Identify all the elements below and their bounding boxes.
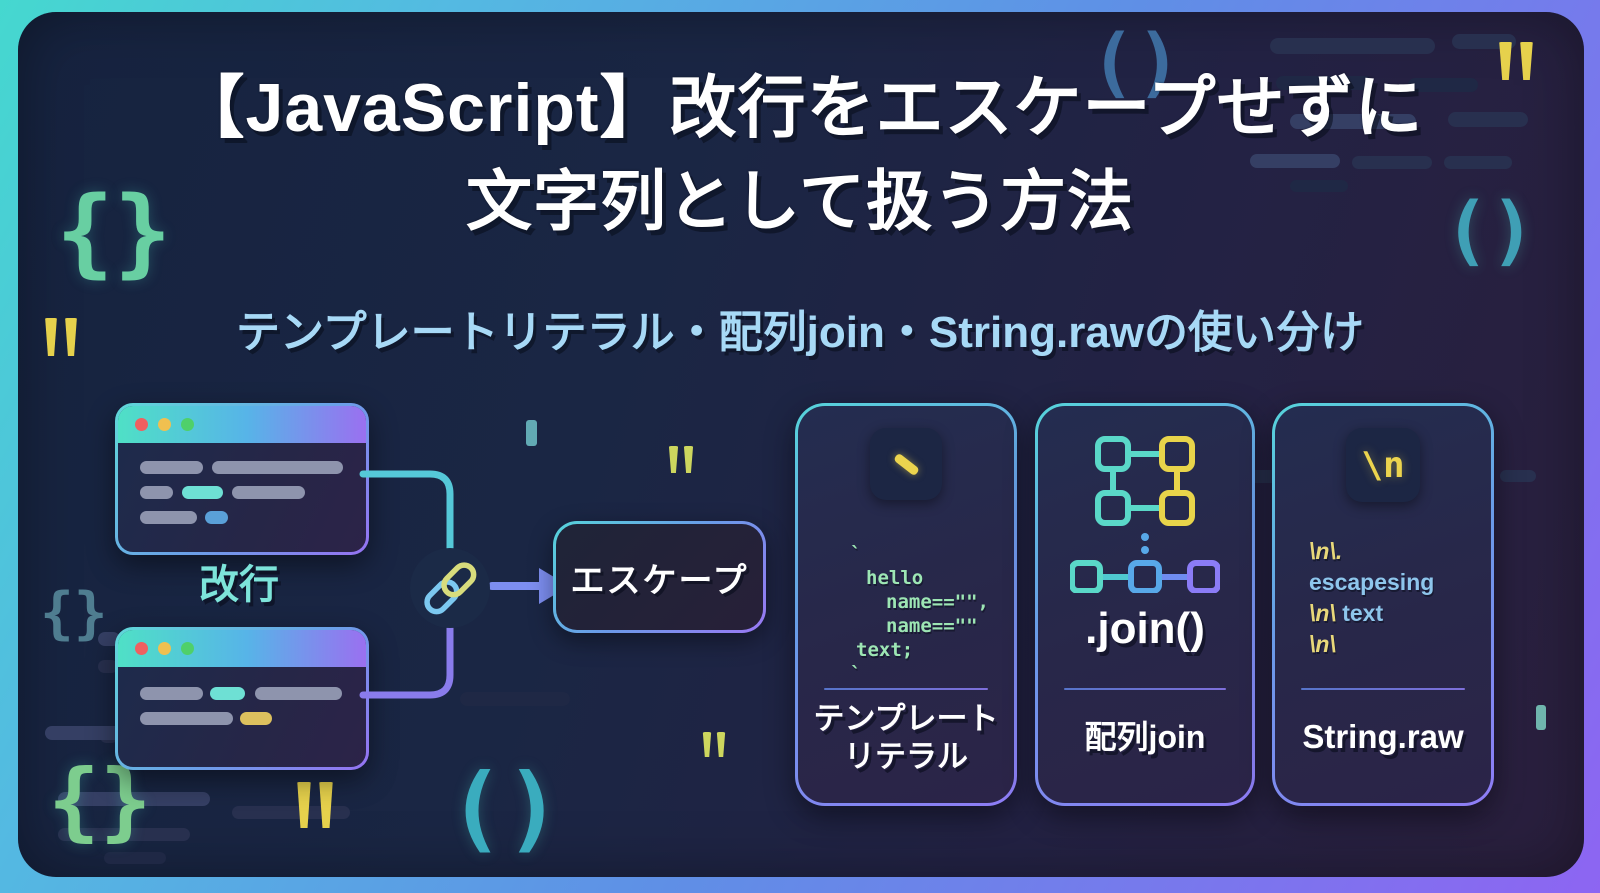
code-segment: \n\ [1309, 631, 1336, 657]
page-subtitle: テンプレートリテラル・配列join・String.rawの使い分け [235, 308, 1365, 357]
card-template-literal-body: ` hello name=="", name=="" text; ` テンプレー… [798, 406, 1014, 803]
code-line-decoration [460, 692, 570, 706]
join-method-text: .join() [1085, 604, 1205, 653]
code-line-decoration [1452, 34, 1516, 49]
card-label: テンプレート リテラル [798, 700, 1014, 776]
browser-window-2 [115, 627, 369, 770]
code-line-decoration [1444, 156, 1512, 169]
chain-link-icon [424, 562, 477, 615]
connector-from-window2 [359, 616, 454, 699]
code-line-bar [232, 486, 305, 499]
escape-box: エスケープ [553, 521, 766, 633]
browser-window-2-body [118, 630, 366, 767]
code-segment: escapesing [1309, 569, 1435, 595]
array-join-icon [1070, 436, 1220, 593]
code-line-bar [182, 486, 223, 499]
code-line-bar [140, 511, 197, 524]
code-line: \n\. [1309, 536, 1434, 567]
code-line-bar [140, 486, 173, 499]
connector-from-window1 [359, 470, 454, 564]
code-line-bar [255, 687, 342, 700]
code-line-decoration [1270, 38, 1435, 54]
card-label-line-2: リテラル [844, 739, 968, 774]
connector-diagram [359, 470, 569, 699]
code-line-decoration [1448, 112, 1528, 127]
code-line-decoration [1290, 180, 1348, 192]
code-line-decoration [1290, 114, 1416, 129]
window-dot-red [135, 642, 148, 655]
code-line-bar [210, 687, 245, 700]
window-titlebar [118, 406, 366, 443]
escape-box-body: エスケープ [556, 524, 763, 630]
code-line: ` [850, 663, 862, 685]
card-string-raw-body: \n \n\. escapesing \n\ text \n\ String.r… [1275, 406, 1491, 803]
code-segment: text [1335, 600, 1384, 626]
browser-window-1-body [118, 406, 366, 552]
card-divider [1063, 688, 1227, 690]
code-line-bar [140, 712, 233, 725]
code-line-decoration [98, 632, 120, 646]
card-label-line-1: テンプレート [813, 701, 999, 736]
code-line-decoration [98, 660, 118, 673]
string-raw-code: \n\. escapesing \n\ text \n\ [1309, 536, 1434, 660]
escape-label: エスケープ [570, 561, 749, 600]
card-label: 配列join [1084, 719, 1206, 755]
card-label: String.raw [1302, 718, 1464, 755]
code-line-decoration [232, 806, 350, 819]
code-line-decoration [58, 828, 190, 841]
code-line-decoration [1250, 154, 1340, 168]
code-line: text; [856, 639, 914, 661]
code-line-decoration [1352, 156, 1432, 169]
code-line: hello [866, 567, 924, 589]
page-title: 【JavaScript】改行をエスケープせずに 文字列として扱う方法 [0, 74, 1600, 234]
window-dot-yellow [158, 642, 171, 655]
code-line-decoration [45, 726, 137, 740]
window-dot-red [135, 418, 148, 431]
card-divider [823, 688, 989, 690]
newline-label: 改行 [199, 563, 279, 607]
code-line: ` [850, 543, 862, 565]
code-line: name=="", [886, 591, 989, 613]
card-template-literal: ` hello name=="", name=="" text; ` テンプレー… [795, 403, 1017, 806]
newline-glyph: \n [1361, 444, 1405, 486]
window-dot-yellow [158, 418, 171, 431]
code-line: escapesing [1309, 567, 1434, 598]
link-circle [410, 548, 490, 628]
code-line-bar [212, 461, 343, 474]
code-line-bar [205, 511, 228, 524]
newline-icon: \n [1346, 428, 1420, 502]
template-literal-code: ` hello name=="", name=="" text; ` [850, 542, 989, 686]
code-segment: \n\ [1309, 600, 1336, 626]
code-line: \n\ [1309, 629, 1434, 660]
code-line-decoration [1276, 76, 1372, 90]
code-line-bar [140, 461, 203, 474]
backtick-icon [870, 428, 942, 500]
code-line-decoration [1500, 470, 1536, 482]
backtick-glyph [892, 452, 920, 476]
window-titlebar [118, 630, 366, 667]
card-array-join-body: .join() 配列join [1038, 406, 1252, 803]
code-line-bar [140, 687, 203, 700]
card-string-raw: \n \n\. escapesing \n\ text \n\ String.r… [1272, 403, 1494, 806]
code-line: \n\ text [1309, 598, 1434, 629]
title-line-2: 文字列として扱う方法 [465, 164, 1135, 238]
code-line-bar [240, 712, 272, 725]
browser-window-1 [115, 403, 369, 555]
title-line-1: 【JavaScript】改行をエスケープせずに [176, 70, 1424, 146]
code-segment: \n\. [1309, 538, 1343, 564]
code-line-decoration [104, 852, 166, 864]
code-line-decoration [58, 792, 210, 806]
card-array-join: .join() 配列join [1035, 403, 1255, 806]
window-dot-green [181, 642, 194, 655]
card-divider [1300, 688, 1466, 690]
code-line: name=="" [886, 615, 978, 637]
code-line-decoration [1408, 78, 1478, 92]
window-dot-green [181, 418, 194, 431]
